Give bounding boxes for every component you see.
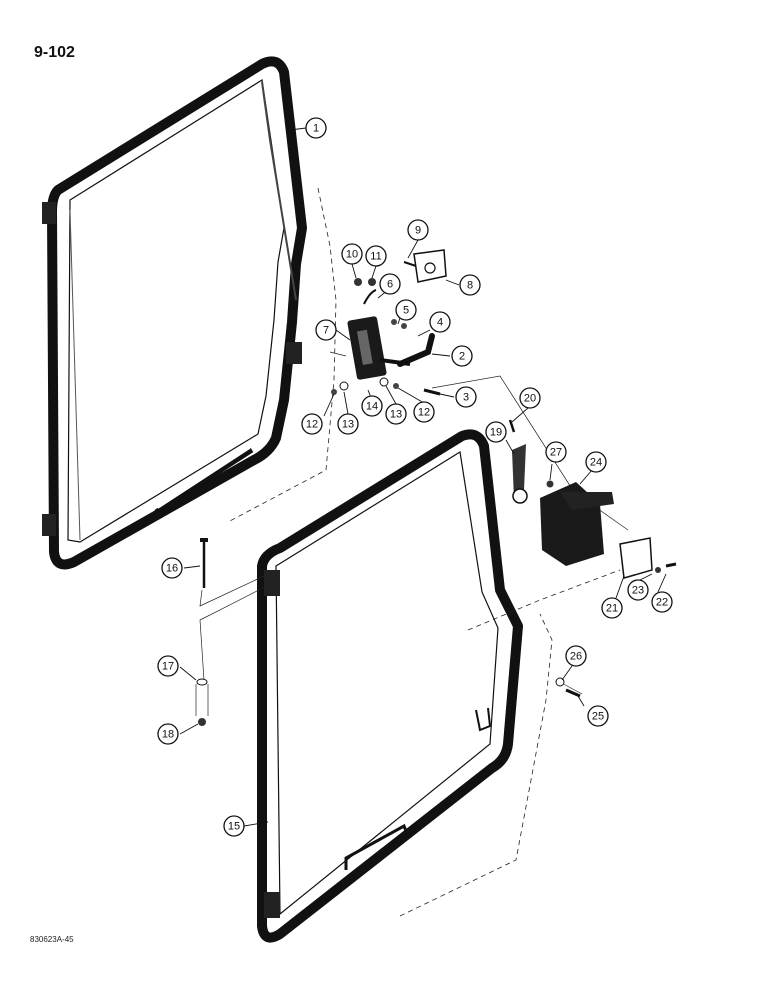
callout-label: 3 xyxy=(463,392,469,404)
callout-16: 16 xyxy=(161,557,183,579)
callout-label: 14 xyxy=(366,401,378,413)
callout-17: 17 xyxy=(157,655,179,677)
callout-label: 24 xyxy=(590,457,602,469)
callout-label: 13 xyxy=(390,409,402,421)
callout-10: 10 xyxy=(341,243,363,265)
callout-label: 22 xyxy=(656,597,668,609)
callout-18: 18 xyxy=(157,723,179,745)
callout-27: 27 xyxy=(545,441,567,463)
callout-22: 22 xyxy=(651,591,673,613)
page-number: 9-102 xyxy=(34,44,75,61)
callout-label: 4 xyxy=(437,317,443,329)
callout-label: 6 xyxy=(387,279,393,291)
striker-assembly xyxy=(508,419,677,698)
lower-door-frame xyxy=(257,429,523,943)
callout-label: 27 xyxy=(550,447,562,459)
callout-label: 15 xyxy=(228,821,240,833)
callout-5: 5 xyxy=(395,299,417,321)
callout-label: 23 xyxy=(632,585,644,597)
callout-label: 2 xyxy=(459,351,465,363)
callout-20: 20 xyxy=(519,387,541,409)
callout-label: 7 xyxy=(323,325,329,337)
leader-lines xyxy=(179,127,667,827)
callout-19: 19 xyxy=(485,421,507,443)
latch-assembly xyxy=(331,249,447,396)
callout-2: 2 xyxy=(451,345,473,367)
callout-15: 15 xyxy=(223,815,245,837)
callout-label: 10 xyxy=(346,249,358,261)
callout-label: 9 xyxy=(415,225,421,237)
callout-label: 25 xyxy=(592,711,604,723)
callout-label: 17 xyxy=(162,661,174,673)
callout-26: 26 xyxy=(565,645,587,667)
callout-24: 24 xyxy=(585,451,607,473)
callout-label: 13 xyxy=(342,419,354,431)
callout-6: 6 xyxy=(379,273,401,295)
callout-13: 13 xyxy=(385,403,407,425)
callout-9: 9 xyxy=(407,219,429,241)
upper-door-frame xyxy=(42,56,307,570)
callout-label: 11 xyxy=(370,251,381,263)
callout-12: 12 xyxy=(301,413,323,435)
callout-7: 7 xyxy=(315,319,337,341)
callout-label: 12 xyxy=(418,407,430,419)
callout-label: 18 xyxy=(162,729,174,741)
callout-13: 13 xyxy=(337,413,359,435)
callout-label: 16 xyxy=(166,563,178,575)
callout-label: 1 xyxy=(313,123,319,135)
callout-3: 3 xyxy=(455,386,477,408)
callout-label: 5 xyxy=(403,305,409,317)
callout-14: 14 xyxy=(361,395,383,417)
callout-21: 21 xyxy=(601,597,623,619)
callout-11: 11 xyxy=(365,245,387,267)
callout-label: 26 xyxy=(570,651,582,663)
callout-label: 19 xyxy=(490,427,502,439)
callout-label: 20 xyxy=(524,393,536,405)
callout-1: 1 xyxy=(305,117,327,139)
callout-25: 25 xyxy=(587,705,609,727)
callout-label: 8 xyxy=(467,280,473,292)
callout-23: 23 xyxy=(627,579,649,601)
hinge-pin-parts xyxy=(195,538,209,726)
callout-12: 12 xyxy=(413,401,435,423)
reference-code: 830623A-45 xyxy=(30,935,74,944)
callout-label: 12 xyxy=(306,419,318,431)
callout-4: 4 xyxy=(429,311,451,333)
callout-8: 8 xyxy=(459,274,481,296)
construction-lines xyxy=(199,187,629,917)
callout-label: 21 xyxy=(606,603,618,615)
